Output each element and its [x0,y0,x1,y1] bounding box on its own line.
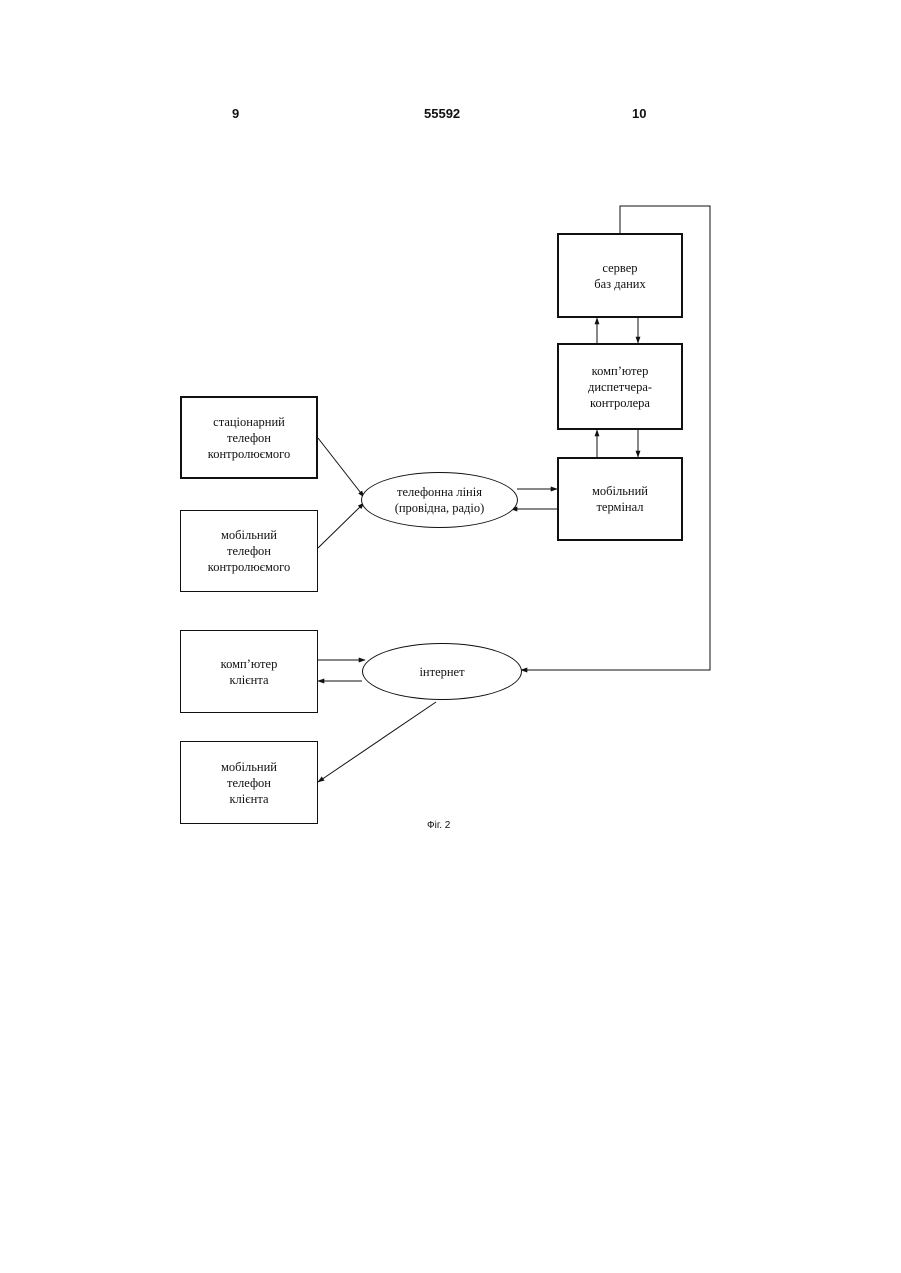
landline-phone-label: стаціонарний телефон контролюємого [208,414,291,462]
monitored-mobile-phone-label: мобільний телефон контролюємого [208,527,291,575]
monitored-mobile-phone-box: мобільний телефон контролюємого [180,510,318,592]
phone-line-ellipse: телефонна лінія (провідна, радіо) [361,472,518,528]
figure-caption: Фіг. 2 [427,820,450,832]
dispatcher-computer-box: комп’ютер диспетчера- контролера [557,343,683,430]
db-server-box: сервер баз даних [557,233,683,318]
arrow-landline-to-phone-line [318,438,364,497]
client-computer-label: комп’ютер клієнта [221,656,278,688]
arrow-monitored-mobile-to-phone-line [318,503,364,548]
phone-line-label: телефонна лінія (провідна, радіо) [395,484,485,516]
mobile-terminal-box: мобільний термінал [557,457,683,541]
mobile-terminal-label: мобільний термінал [592,483,648,515]
internet-ellipse: інтернет [362,643,522,700]
landline-phone-box: стаціонарний телефон контролюємого [180,396,318,479]
arrow-internet-to-client-mobile [318,702,436,782]
dispatcher-computer-label: комп’ютер диспетчера- контролера [588,363,652,411]
client-mobile-phone-label: мобільний телефон клієнта [221,759,277,807]
internet-label: інтернет [419,664,464,680]
client-computer-box: комп’ютер клієнта [180,630,318,713]
client-mobile-phone-box: мобільний телефон клієнта [180,741,318,824]
db-server-label: сервер баз даних [594,260,646,292]
